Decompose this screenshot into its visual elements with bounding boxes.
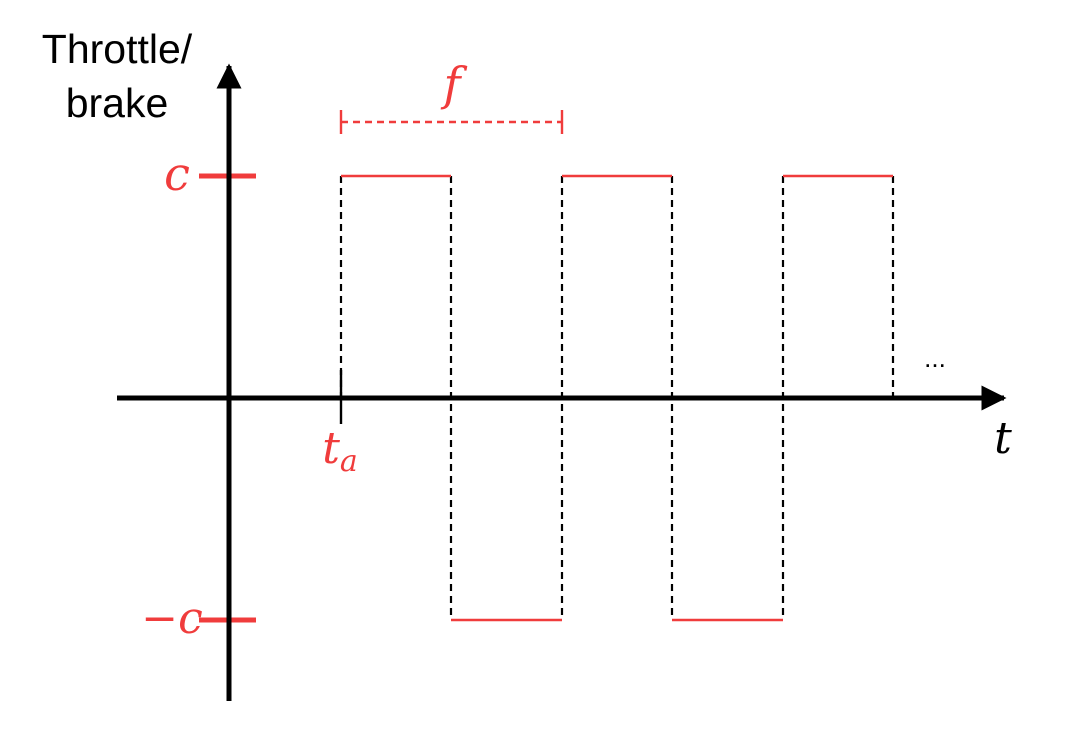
start-time-label: ta — [322, 423, 358, 479]
y-axis-label-line1: Throttle/ — [42, 26, 193, 72]
start-time-label-base: t — [322, 423, 340, 474]
y-axis-label-line2: brake — [66, 80, 169, 126]
period-label: f — [440, 57, 467, 111]
lower-level-label: −c — [141, 593, 203, 644]
continuation-ellipsis: ... — [924, 343, 946, 373]
start-time-label-subscript: a — [340, 444, 358, 479]
upper-level-label: c — [164, 147, 190, 201]
x-axis-label: t — [994, 413, 1012, 464]
period-bracket — [339, 110, 564, 134]
signal-segments — [341, 174, 893, 622]
